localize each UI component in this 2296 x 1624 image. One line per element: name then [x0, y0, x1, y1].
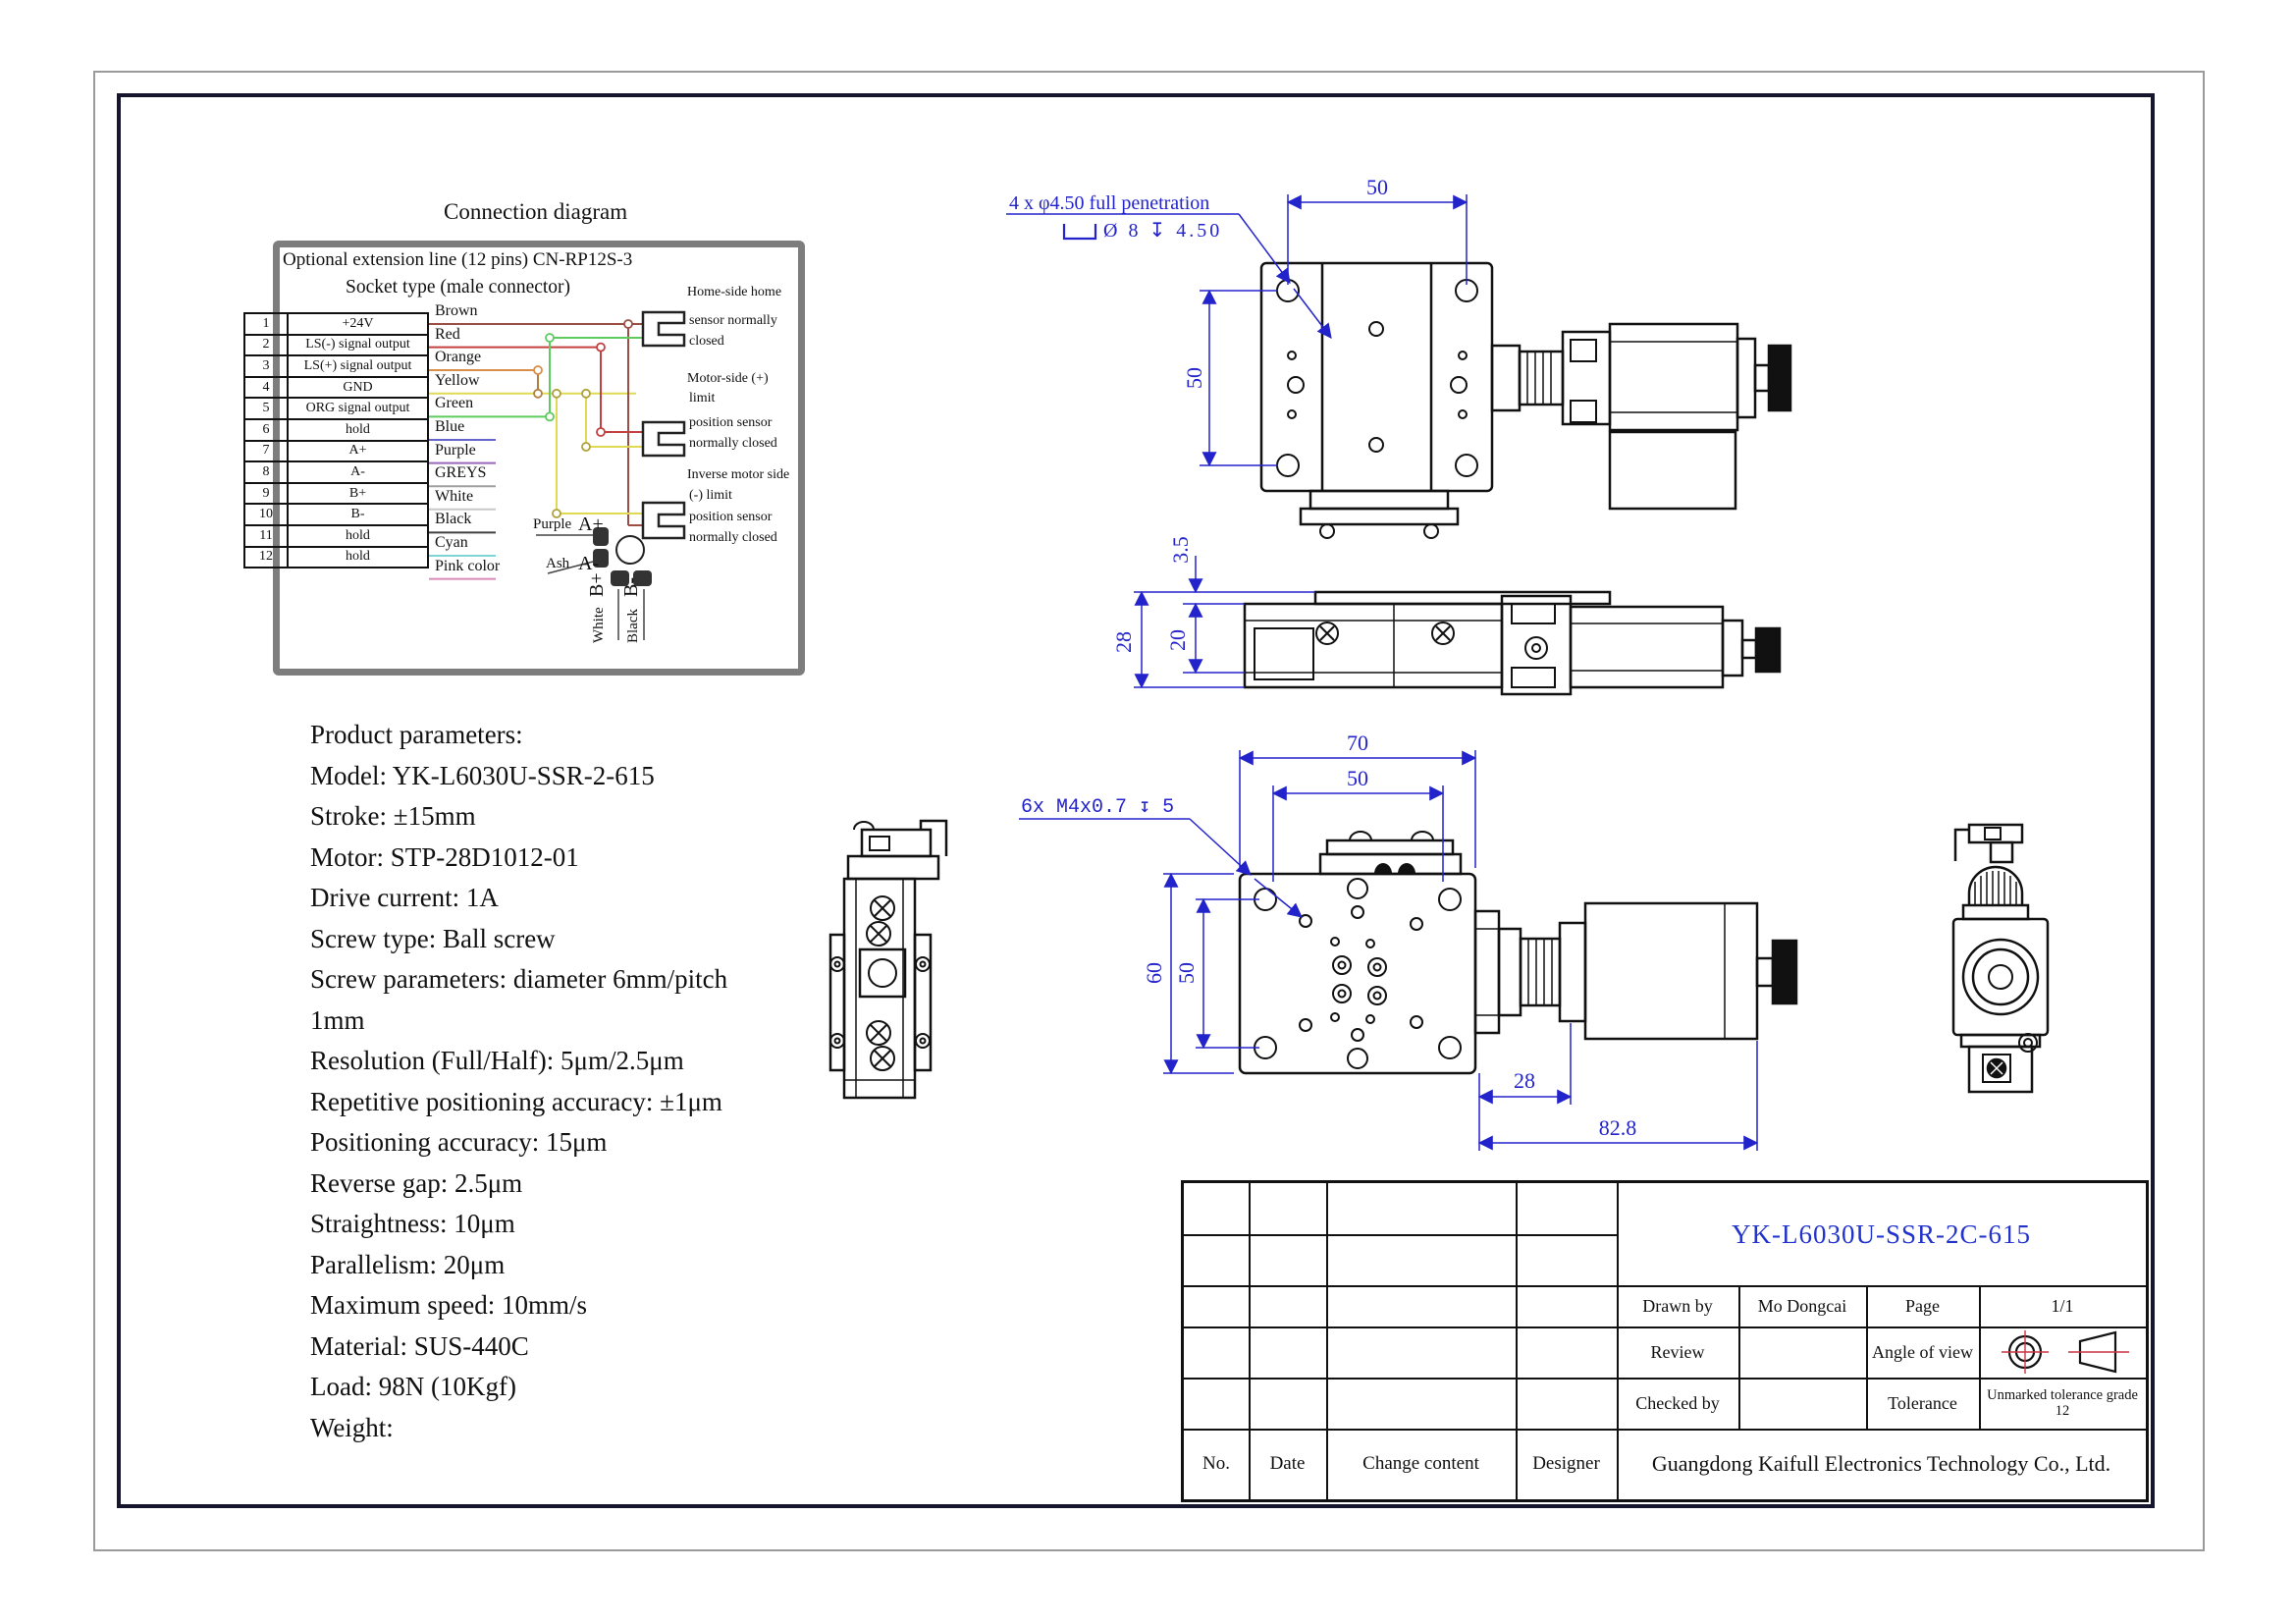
hole-callout-counterbore: Ø 8 ↧ 4.50: [1103, 220, 1223, 242]
part-number: YK-L6030U-SSR-2C-615: [1731, 1218, 2031, 1249]
page-value: 1/1: [2051, 1295, 2074, 1316]
wire-label-pink: Pink color: [435, 557, 501, 574]
param-line: Maximum speed: 10mm/s: [310, 1290, 587, 1320]
param-line: Weight:: [310, 1412, 394, 1442]
change-content-label: Change content: [1362, 1453, 1479, 1474]
param-line: Product parameters:: [310, 720, 523, 749]
extension-line-note: Optional extension line (12 pins) CN-RP1…: [283, 249, 633, 270]
drawing-frame: [117, 93, 2155, 1508]
review-label: Review: [1650, 1341, 1705, 1362]
wire-label-orange: Orange: [435, 349, 482, 366]
wire-label-greys: GREYS: [435, 464, 487, 482]
wire-label-blue: Blue: [435, 418, 465, 435]
connection-diagram-title: Connection diagram: [444, 199, 628, 224]
sensor-minus-label-4: normally closed: [689, 530, 777, 545]
wire-label-red: Red: [435, 325, 460, 343]
sensor-home-label-2: sensor normally: [689, 313, 777, 328]
angle-of-view-label: Angle of view: [1872, 1342, 1973, 1362]
param-line: Motor: STP-28D1012-01: [310, 841, 579, 872]
sensor-minus-label-1: Inverse motor side: [687, 467, 790, 482]
pin-row: 1+24V: [243, 312, 429, 336]
param-line: Screw parameters: diameter 6mm/pitch: [310, 964, 728, 994]
product-parameters: Product parameters: Model: YK-L6030U-SSR…: [310, 715, 1095, 1448]
title-block: YK-L6030U-SSR-2C-615 Drawn by Mo Dongcai…: [1181, 1180, 2149, 1502]
param-line: Positioning accuracy: 15μm: [310, 1127, 608, 1157]
wire-label-cyan: Cyan: [435, 534, 468, 551]
tap-callout: 6x M4x0.7 ↧ 5: [1021, 796, 1175, 819]
param-line: 1mm: [310, 1004, 365, 1035]
param-line: Resolution (Full/Half): 5μm/2.5μm: [310, 1046, 684, 1075]
sensor-home-label-1: Home-side home: [687, 285, 782, 299]
checked-by-label: Checked by: [1635, 1392, 1720, 1413]
wire-label-yellow: Yellow: [435, 371, 480, 389]
param-line: Stroke: ±15mm: [310, 801, 476, 831]
designer-column-label: Designer: [1532, 1453, 1600, 1474]
param-line: Parallelism: 20μm: [310, 1249, 506, 1279]
wire-label-green: Green: [435, 395, 474, 412]
first-angle-projection-icon: [2002, 1330, 2129, 1374]
sensor-plus-label-4: normally closed: [689, 436, 777, 451]
sensor-plus-label-1: Motor-side (+): [687, 371, 769, 386]
date-column-label: Date: [1269, 1453, 1306, 1474]
tolerance-label: Tolerance: [1888, 1392, 1957, 1413]
wire-label-brown: Brown: [435, 302, 478, 319]
sensor-plus-label-2: limit: [689, 391, 716, 406]
sensor-minus-label-3: position sensor: [689, 510, 773, 524]
sensor-plus-label-3: position sensor: [689, 415, 773, 430]
company-name: Guangdong Kaifull Electronics Technology…: [1651, 1451, 2111, 1476]
param-line: Reverse gap: 2.5μm: [310, 1167, 523, 1198]
param-line: Repetitive positioning accuracy: ±1μm: [310, 1086, 722, 1116]
param-line: Load: 98N (10Kgf): [310, 1372, 516, 1401]
hole-callout-penetration: 4 x φ4.50 full penetration: [1009, 192, 1210, 214]
no-column-label: No.: [1202, 1453, 1230, 1474]
param-line: Model: YK-L6030U-SSR-2-615: [310, 760, 655, 790]
sensor-minus-label-2: (-) limit: [689, 488, 732, 503]
wire-label-white: White: [435, 487, 474, 505]
param-line: Drive current: 1A: [310, 883, 499, 912]
drawn-by-value: Mo Dongcai: [1757, 1295, 1847, 1316]
param-line: Material: SUS-440C: [310, 1330, 529, 1361]
wire-label-purple: Purple: [435, 441, 476, 459]
tolerance-value: Unmarked tolerance grade 12: [1987, 1387, 2138, 1419]
drawn-by-label: Drawn by: [1642, 1295, 1713, 1316]
outer-border: [93, 71, 2205, 1551]
wire-label-black: Black: [435, 511, 472, 528]
param-line: Screw type: Ball screw: [310, 923, 556, 953]
socket-type-note: Socket type (male connector): [346, 277, 571, 298]
page-label: Page: [1905, 1295, 1940, 1316]
sensor-home-label-3: closed: [689, 334, 724, 349]
param-line: Straightness: 10μm: [310, 1209, 515, 1238]
